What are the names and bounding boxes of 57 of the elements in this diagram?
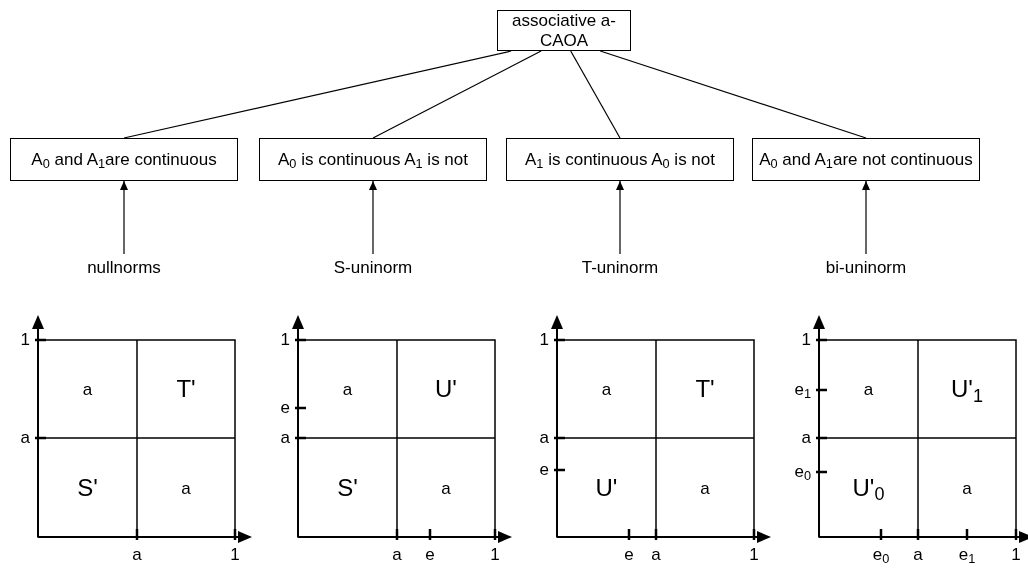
category-box: A$_{1}$ is continuous A$_{0}$ is not xyxy=(506,138,734,181)
region-label: S' xyxy=(77,475,98,500)
region-label: T' xyxy=(695,377,715,401)
axis-tick-label: e xyxy=(425,546,435,563)
arrow xyxy=(862,180,870,255)
axis-tick-label: a xyxy=(539,429,549,446)
axis-tick-label: 1 xyxy=(801,331,811,348)
category-box: A$_{0}$ is continuous A$_{1}$ is not xyxy=(259,138,487,181)
axis-tick-label: a xyxy=(913,546,923,563)
axis-tick-label: e$_{0}$ xyxy=(872,546,890,563)
region-label: a xyxy=(962,479,972,496)
region-label: a xyxy=(601,380,612,398)
axis-tick-label: e xyxy=(280,399,290,416)
region-label: U' xyxy=(435,377,457,401)
region-label: a xyxy=(82,380,93,398)
axis-tick-label: e xyxy=(624,546,634,563)
region-label: T' xyxy=(176,377,196,401)
axis-tick-label: a xyxy=(132,546,142,563)
axis-tick-label: 1 xyxy=(749,546,759,563)
arrow xyxy=(616,180,624,255)
category-box: A$_{0}$ and A$_{1}$are continuous xyxy=(10,138,238,181)
connector-line xyxy=(123,50,512,139)
region-label: a xyxy=(863,380,874,398)
connector-line xyxy=(599,50,867,139)
axis-tick-label: a xyxy=(651,546,661,563)
region-label: a xyxy=(700,479,710,496)
axis-tick-label: a xyxy=(392,546,402,563)
connector-line xyxy=(570,50,621,139)
axis-tick-label: e xyxy=(539,461,549,478)
axis-tick-label: e$_{1}$ xyxy=(958,546,976,563)
arrow xyxy=(120,180,128,255)
connector-line xyxy=(372,50,542,139)
axis-tick-label: 1 xyxy=(490,546,500,563)
axis-tick-label: e$_{1}$ xyxy=(794,381,811,398)
region-label: U'$_{1}$ xyxy=(951,377,983,401)
node-label: nullnorms xyxy=(64,256,184,280)
region-label: S' xyxy=(337,475,358,500)
axis-tick-label: 1 xyxy=(20,331,30,348)
axis-tick-label: a xyxy=(20,429,30,446)
axis-tick-label: a xyxy=(280,429,290,446)
axis-tick-label: 1 xyxy=(1011,546,1021,563)
axis-tick-label: 1 xyxy=(230,546,240,563)
axis-tick-label: 1 xyxy=(280,331,290,348)
region-label: U'$_{0}$ xyxy=(852,475,885,500)
axis-tick-label: a xyxy=(801,429,811,446)
node-label: T-uninorm xyxy=(560,256,680,280)
region-label: a xyxy=(181,479,191,496)
region-label: a xyxy=(441,479,451,496)
category-box: A$_{0}$ and A$_{1}$are not continuous xyxy=(752,138,980,181)
node-label: bi-uninorm xyxy=(806,256,926,280)
arrow xyxy=(369,180,377,255)
axis-tick-label: 1 xyxy=(539,331,549,348)
region-label: a xyxy=(342,380,353,398)
axis-tick-label: e$_{0}$ xyxy=(794,463,811,480)
category-box: associative a-CAOA xyxy=(497,10,631,51)
region-label: U' xyxy=(595,475,618,500)
node-label: S-uninorm xyxy=(313,256,433,280)
